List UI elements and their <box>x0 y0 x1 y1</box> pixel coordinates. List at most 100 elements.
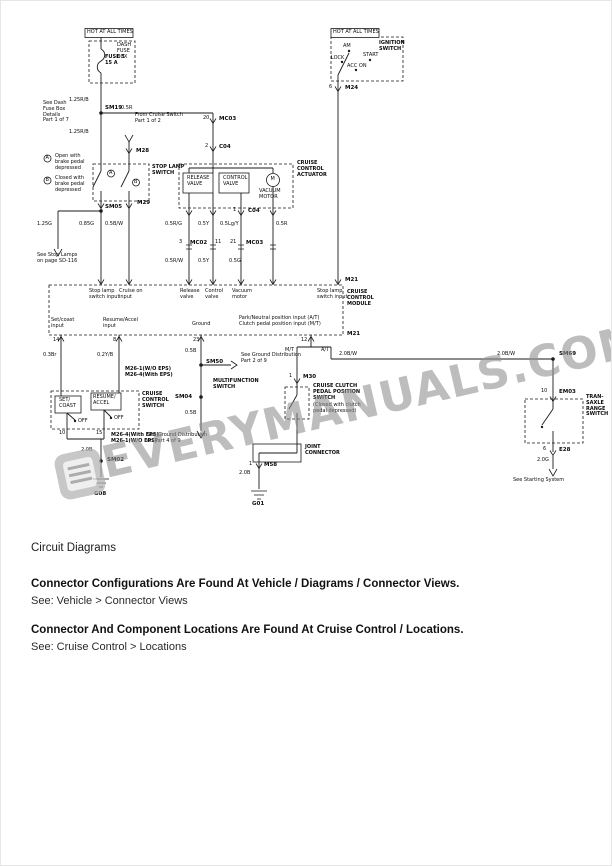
switch-b-letter: B <box>45 176 49 183</box>
wire-label: 0.5Y <box>198 258 210 264</box>
wire-label: 2.0B <box>239 470 251 476</box>
watermark-logo <box>52 446 108 502</box>
ignition-position-lock: LOCK <box>331 55 345 61</box>
stop-lamp-switch-label: STOP LAMP SWITCH <box>152 164 185 176</box>
connector-em03: EM03 <box>559 389 576 395</box>
release-valve-label: RELEASE VALVE <box>187 175 210 187</box>
module-input-label: Set/coast input <box>51 317 75 329</box>
watermark-logo-page <box>62 456 98 492</box>
connector-m30: M30 <box>303 374 317 380</box>
at-branch-label: A/T <box>321 347 330 353</box>
module-input-label: Stop lamp switch input <box>89 288 120 300</box>
pin-number: 1 <box>233 207 237 213</box>
wire-label: 0.3Br <box>43 352 57 358</box>
cruise-control-module-label: CRUISE CONTROL MODULE <box>347 289 374 307</box>
connector-mc03-top: MC03 <box>219 116 237 122</box>
ignition-position-am: AM <box>343 43 351 49</box>
joint-connector-label: JOINT CONNECTOR <box>305 444 340 456</box>
set-coast-switch-label: SET/ COAST <box>59 397 76 409</box>
splice-sm50: SM50 <box>206 359 224 365</box>
switch-a-letter: A <box>45 154 49 161</box>
footer-component-locations-see: See: Cruise Control > Locations <box>31 641 187 653</box>
connector-triangles <box>97 86 557 470</box>
off-position-label: OFF <box>114 415 124 421</box>
splice-sm19: SM19 <box>105 105 123 111</box>
note-stop-lamps: See Stop Lamps on page SD-116 <box>37 252 78 264</box>
splice-sm02: SM02 <box>107 457 125 463</box>
control-valve-label: CONTROL VALVE <box>223 175 248 187</box>
wire-label: 0.5B/W <box>105 221 124 227</box>
wiring-svg <box>43 28 584 500</box>
connector-c04-bottom: C04 <box>248 208 260 214</box>
off-position-label: OFF <box>78 418 88 424</box>
note-ground-distribution-2: See Ground Distribution Part 2 of 9 <box>241 352 302 364</box>
connector-mc03-bottom: MC03 <box>246 240 264 246</box>
wire-label: 0.5B <box>185 348 197 354</box>
multifunction-switch-label: MULTIFUNCTION SWITCH <box>213 378 259 390</box>
component-boxes <box>48 36 584 444</box>
wire-label: 0.85G <box>79 221 95 227</box>
watermark-logo-bar <box>67 462 90 471</box>
cruise-control-switch-label: CRUISE CONTROL SWITCH <box>142 391 169 409</box>
note-from-cruise-switch: From Cruise Switch Part 1 of 2 <box>135 112 183 124</box>
module-input-label: Resume/Accel input <box>103 317 139 329</box>
module-input-label: Ground <box>192 321 211 327</box>
watermark-logo-bar <box>68 469 91 478</box>
connector-mc02: MC02 <box>190 240 208 246</box>
wire-label: 1.25R/B <box>69 97 89 103</box>
note-switch-b: Closed with brake pedal depressed <box>55 175 85 193</box>
footer-connector-config-title: Connector Configurations Are Found At Ve… <box>31 578 460 590</box>
module-input-label: Cruise on input <box>119 288 143 300</box>
reference-arrows <box>53 134 558 477</box>
vacuum-motor-label: VACUUM MOTOR <box>259 188 281 200</box>
junction-dots <box>73 49 555 463</box>
module-bottom-pins <box>57 335 315 342</box>
pin-number: 15 <box>96 430 103 436</box>
pin-number: 23 <box>193 337 200 343</box>
wire-label: 0.5R <box>276 221 288 227</box>
pin-number: 3 <box>179 239 183 245</box>
module-input-label: Vacuum motor <box>232 288 253 300</box>
pin-number: 2 <box>205 143 209 149</box>
watermark-logo-bar <box>70 476 93 485</box>
footer-component-locations-title: Connector And Component Locations Are Fo… <box>31 624 464 636</box>
wire-label: 0.5Y <box>198 221 210 227</box>
mt-branch-label: M/T <box>285 347 295 353</box>
pin-number: 6 <box>543 446 547 452</box>
connector-m21-bottom: M21 <box>347 331 361 337</box>
pin-number: 1 <box>249 461 253 467</box>
wire-label: 0.5R/G <box>165 221 182 227</box>
note-dash-fuse-box: See Dash Fuse Box Details Part 1 of 7 <box>43 100 69 124</box>
module-input-label: Stop lamp switch input <box>317 288 348 300</box>
inline-connector-ticks <box>186 244 276 250</box>
splice-sm04: SM04 <box>175 394 193 400</box>
connector-m29: M29 <box>137 200 151 206</box>
connector-m26-upper: M26-1(W/O EPS) M26-4(With EPS) <box>125 366 173 378</box>
ignition-position-start: START <box>363 52 379 58</box>
connector-c04-top: C04 <box>219 144 231 150</box>
connector-m21-top: M21 <box>345 277 359 283</box>
ground-g08: G08 <box>94 491 107 497</box>
wire-label: 0.5Lg/Y <box>220 221 239 227</box>
wire-label: 0.5R/W <box>165 258 184 264</box>
contact-b-letter: B <box>134 178 138 185</box>
cruise-control-actuator-label: CRUISE CONTROL ACTUATOR <box>297 160 327 178</box>
connector-e28: E28 <box>559 447 571 453</box>
connector-m28: M28 <box>136 148 150 154</box>
clutch-pedal-switch-note: (Closed with clutch pedal depressed) <box>313 402 361 414</box>
wire-label: 2.0B/W <box>339 351 358 357</box>
splice-sm05: SM05 <box>105 204 123 210</box>
wire-label: 2.0G <box>537 457 549 463</box>
pin-number: 10 <box>541 388 548 394</box>
contact-a-letter: A <box>109 169 113 176</box>
wire-label: 0.2Y/B <box>97 352 114 358</box>
footer-heading: Circuit Diagrams <box>31 542 116 554</box>
module-input-label: Control valve <box>205 288 224 300</box>
symbols <box>43 28 558 500</box>
wire-label: 0.5B <box>185 410 197 416</box>
pin-number: 21 <box>230 239 237 245</box>
pin-number: 1 <box>289 373 293 379</box>
